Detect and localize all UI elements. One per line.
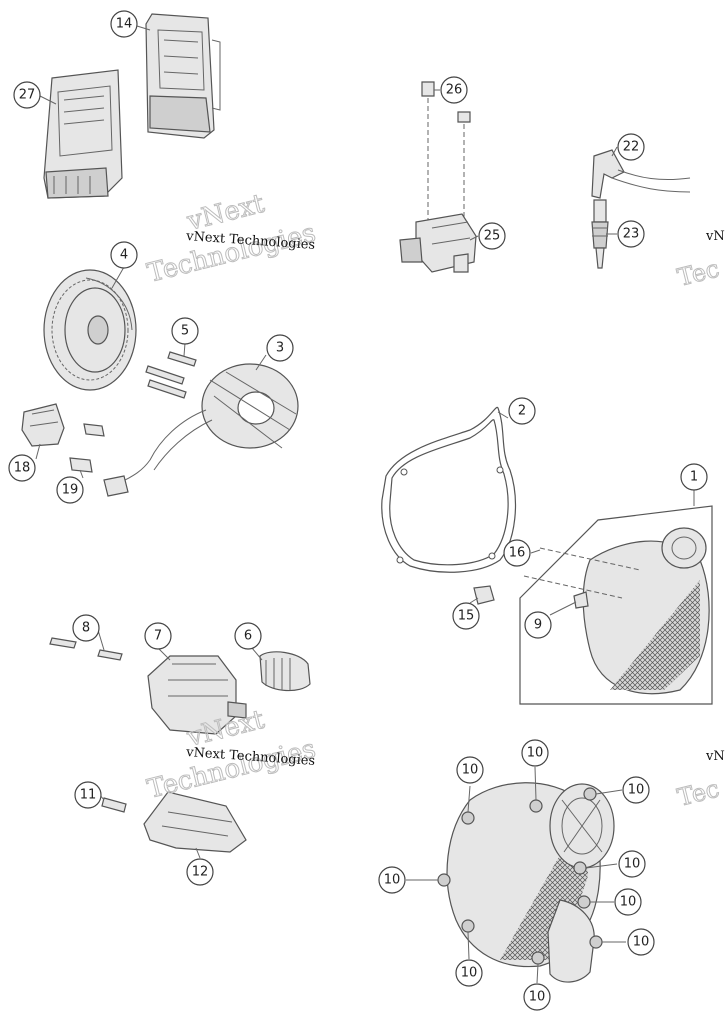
callout-5: 5 — [171, 317, 199, 345]
callout-10: 10 — [614, 888, 642, 916]
engine-cover-10 — [437, 782, 615, 983]
svg-text:8: 8 — [82, 621, 90, 636]
callout-10: 10 — [455, 959, 483, 987]
svg-text:10: 10 — [529, 990, 546, 1005]
watermark-edge-top: vN Tec — [674, 229, 725, 292]
gasket-2 — [381, 406, 517, 573]
svg-text:10: 10 — [462, 763, 479, 778]
callout-10: 10 — [521, 739, 549, 767]
callout-10: 10 — [378, 866, 406, 894]
callout-25: 25 — [478, 222, 506, 250]
callout-15: 15 — [452, 602, 480, 630]
ignition-cover-box-1 — [519, 505, 713, 705]
callout-14: 14 — [110, 10, 138, 38]
svg-text:10: 10 — [633, 935, 650, 950]
starter-motor-7 — [49, 637, 311, 735]
callout-7: 7 — [144, 622, 172, 650]
callout-10: 10 — [456, 756, 484, 784]
callout-18: 18 — [8, 454, 36, 482]
watermark-edge-middle: vN Tec — [674, 749, 725, 812]
callout-16: 16 — [503, 539, 531, 567]
callout-2: 2 — [508, 397, 536, 425]
svg-text:27: 27 — [19, 88, 36, 103]
svg-text:10: 10 — [384, 873, 401, 888]
svg-text:10: 10 — [461, 966, 478, 981]
control-unit-14 — [145, 13, 221, 139]
svg-text:vN: vN — [705, 749, 725, 764]
svg-text:6: 6 — [244, 629, 252, 644]
svg-text:10: 10 — [527, 746, 544, 761]
flywheel-rotor-4 — [43, 269, 137, 391]
svg-text:10: 10 — [624, 857, 641, 872]
svg-text:Technologies: Technologies — [144, 734, 318, 805]
stator-3 — [103, 363, 299, 497]
callout-9: 9 — [524, 611, 552, 639]
svg-text:23: 23 — [623, 227, 640, 242]
svg-text:11: 11 — [80, 788, 97, 803]
svg-text:16: 16 — [509, 546, 526, 561]
bolts-5 — [145, 351, 197, 399]
svg-text:9: 9 — [534, 618, 542, 633]
spark-plug-23 — [591, 149, 691, 269]
callout-10: 10 — [627, 928, 655, 956]
sensor-18 — [21, 403, 105, 473]
svg-text:7: 7 — [154, 629, 162, 644]
callout-19: 19 — [56, 476, 84, 504]
svg-text:Tec: Tec — [675, 255, 722, 292]
guard-12 — [101, 791, 247, 853]
callout-27: 27 — [13, 81, 41, 109]
callout-26: 26 — [440, 76, 468, 104]
svg-text:10: 10 — [628, 783, 645, 798]
svg-text:4: 4 — [120, 248, 128, 263]
callout-10: 10 — [622, 776, 650, 804]
ignition-coil-25 — [399, 81, 477, 273]
clip-15 — [473, 585, 495, 605]
svg-text:vN: vN — [705, 229, 725, 244]
svg-text:25: 25 — [484, 229, 501, 244]
leader-lines — [35, 25, 695, 984]
callout-3: 3 — [266, 334, 294, 362]
svg-text:Technologies: Technologies — [144, 218, 318, 289]
svg-text:18: 18 — [14, 461, 31, 476]
callout-23: 23 — [617, 220, 645, 248]
svg-text:19: 19 — [62, 483, 79, 498]
svg-text:1: 1 — [690, 470, 698, 485]
watermark-top: vNext Technologies vNext Technologies — [144, 188, 319, 289]
svg-text:22: 22 — [623, 140, 640, 155]
callout-8: 8 — [72, 614, 100, 642]
svg-text:15: 15 — [458, 609, 475, 624]
callout-12: 12 — [186, 858, 214, 886]
callout-11: 11 — [74, 781, 102, 809]
svg-text:14: 14 — [116, 17, 133, 32]
control-unit-27 — [43, 69, 123, 199]
svg-text:26: 26 — [446, 83, 463, 98]
svg-text:12: 12 — [192, 865, 209, 880]
callout-4: 4 — [110, 241, 138, 269]
callout-10: 10 — [618, 850, 646, 878]
svg-text:10: 10 — [620, 895, 637, 910]
callout-22: 22 — [617, 133, 645, 161]
svg-text:2: 2 — [518, 404, 526, 419]
svg-text:3: 3 — [276, 341, 284, 356]
svg-text:5: 5 — [181, 324, 189, 339]
callout-1: 1 — [680, 463, 708, 491]
callout-10: 10 — [523, 983, 551, 1011]
svg-text:Tec: Tec — [675, 775, 722, 812]
callout-6: 6 — [234, 622, 262, 650]
